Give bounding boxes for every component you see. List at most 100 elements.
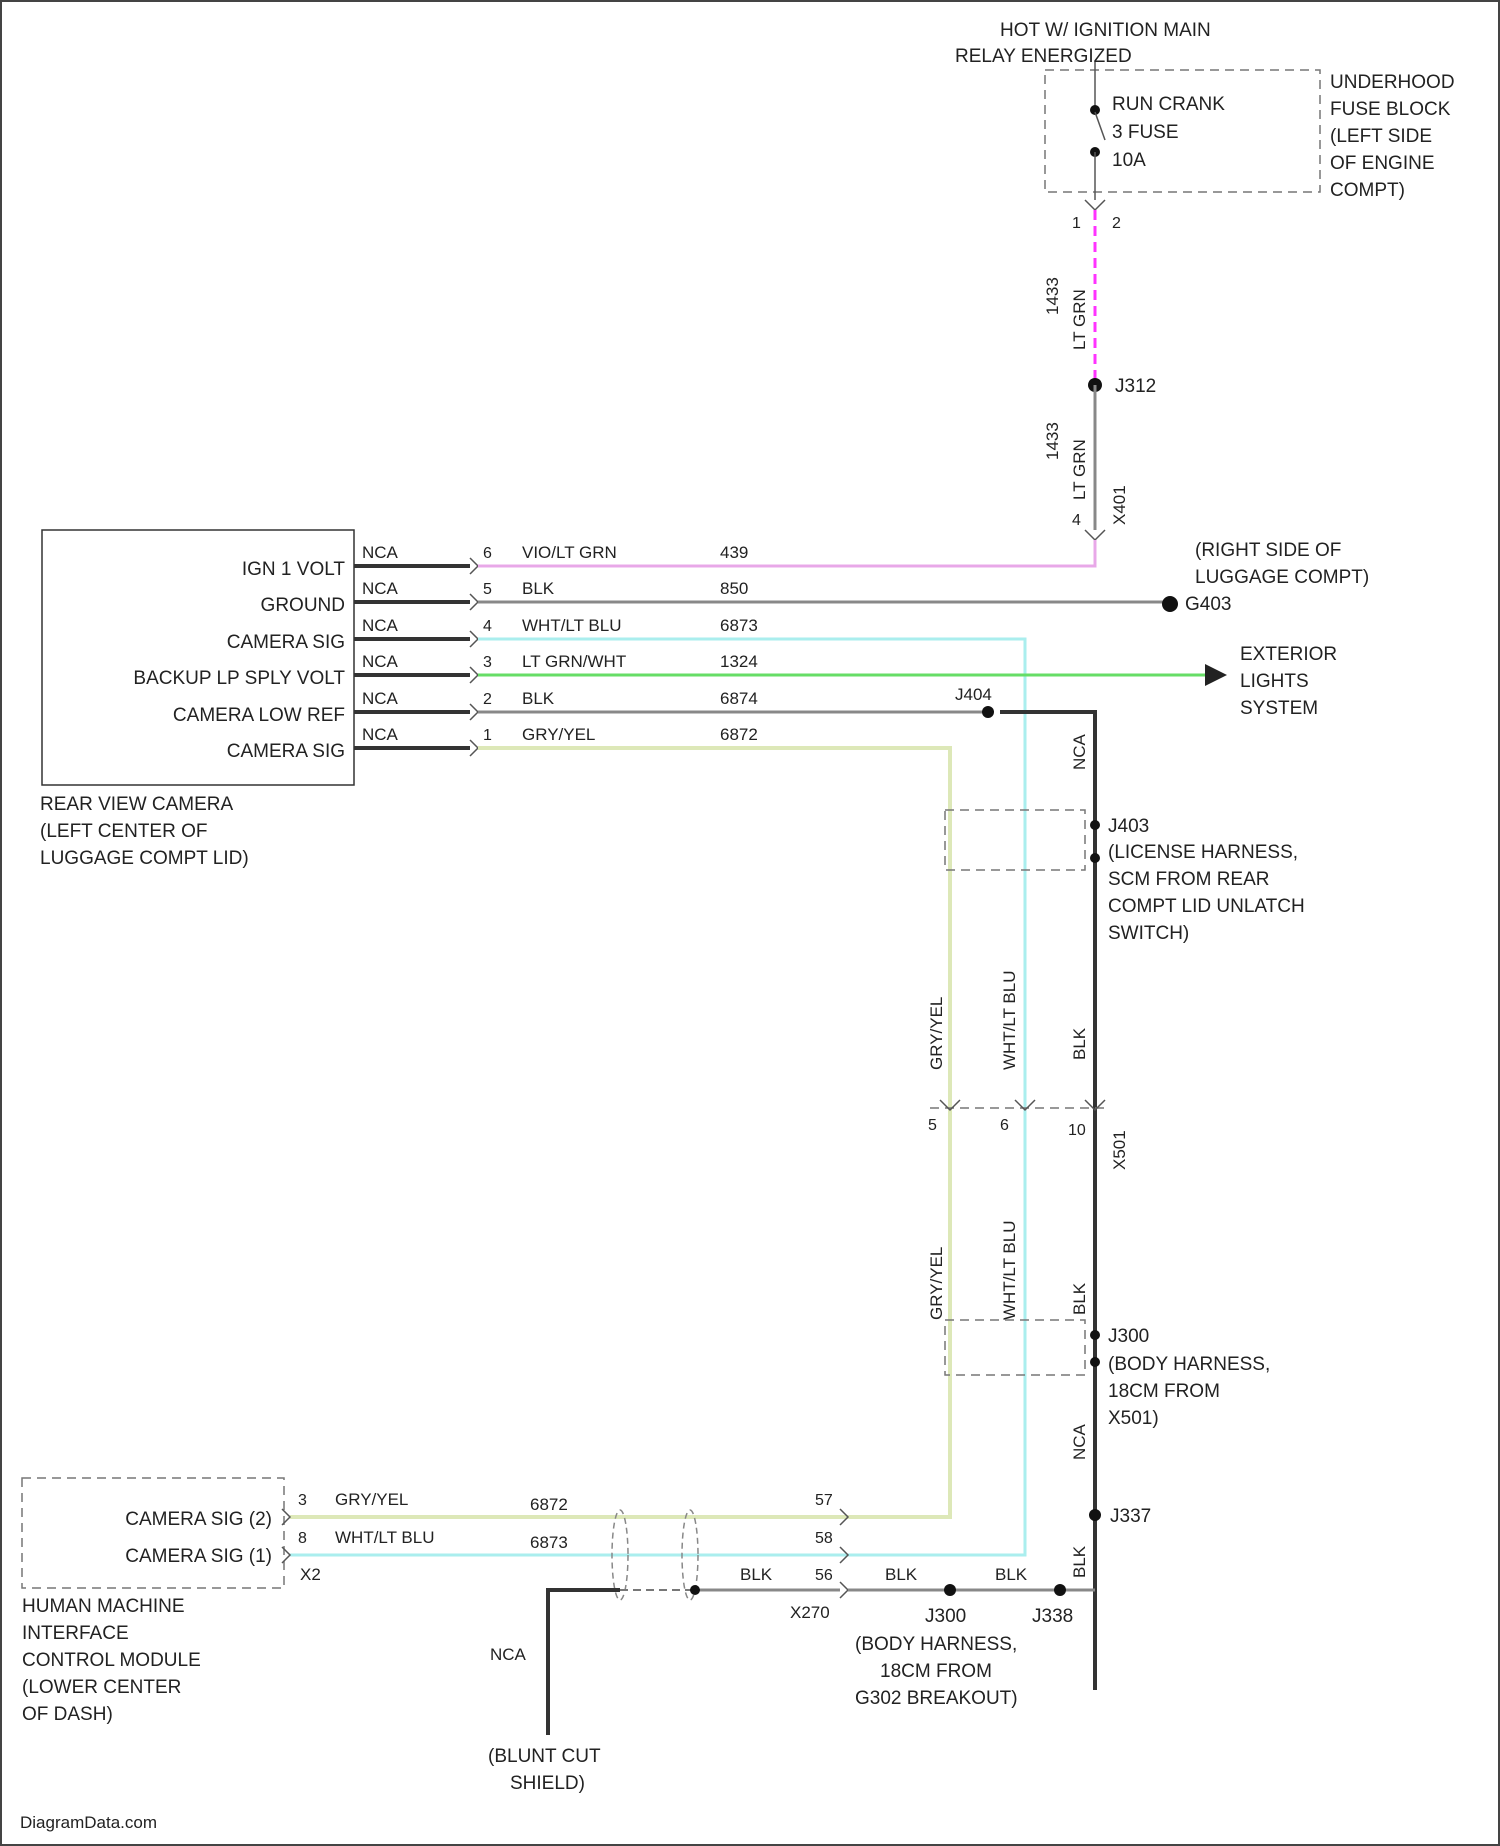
camera-pin-num-4: 4 (483, 618, 492, 635)
camera-pin-nca-1: NCA (362, 725, 399, 744)
fuse-block-name-5: COMPT) (1330, 180, 1405, 201)
x501-pin-c: 10 (1068, 1122, 1086, 1139)
camera-pin-label-1: CAMERA SIG (227, 741, 345, 762)
ign-wire-upper-circuit: 1433 (1043, 277, 1062, 315)
camera-pin-nca-3: NCA (362, 652, 399, 671)
shield-label-2: SHIELD) (510, 1773, 585, 1794)
body-harness-2: 18CM FROM (1108, 1381, 1220, 1402)
wire-nca-lower: NCA (1070, 1423, 1089, 1460)
fuse-block-name-2: FUSE BLOCK (1330, 99, 1451, 120)
fuse-label-2: 3 FUSE (1112, 122, 1179, 143)
camera-name-1: REAR VIEW CAMERA (40, 794, 234, 815)
x270-pin-c: 56 (815, 1567, 833, 1584)
fuse-label-1: RUN CRANK (1112, 94, 1225, 115)
splice-j300-dot (1090, 1330, 1100, 1340)
wire-circuit-1: 6872 (720, 725, 758, 744)
hmi-conn-label: X2 (300, 1565, 321, 1584)
top-note-line-1: HOT W/ IGNITION MAIN (1000, 20, 1211, 41)
wire-color-1: GRY/YEL (522, 725, 595, 744)
conn-x401-pin: 4 (1072, 512, 1081, 529)
wire-color-4: WHT/LT BLU (522, 616, 622, 635)
x501-pin-b: 6 (1000, 1117, 1009, 1134)
splice-j403-dot (1090, 820, 1100, 830)
camera-pin-nca-2: NCA (362, 689, 399, 708)
hmi-color-b: WHT/LT BLU (335, 1528, 435, 1547)
camera-name-3: LUGGAGE COMPT LID) (40, 848, 249, 869)
conn-x501-label: X501 (1110, 1130, 1129, 1170)
vert-whtblu-lower: WHT/LT BLU (1000, 1221, 1019, 1321)
ign-wire-upper-color: LT GRN (1070, 289, 1089, 350)
camera-pin-label-4: CAMERA SIG (227, 632, 345, 653)
splice-j404-dot (982, 706, 994, 718)
camera-pin-num-2: 2 (483, 691, 492, 708)
camera-pin-num-1: 1 (483, 727, 492, 744)
camera-pin-num-6: 6 (483, 545, 492, 562)
wire-circuit-4: 6873 (720, 616, 758, 635)
hmi-sig-b: CAMERA SIG (1) (125, 1546, 272, 1567)
fuse-block-name-4: OF ENGINE (1330, 153, 1435, 174)
vert-blk-lower: BLK (1070, 1282, 1089, 1315)
camera-pin-label-3: BACKUP LP SPLY VOLT (133, 668, 345, 689)
hmi-name-3: CONTROL MODULE (22, 1650, 201, 1671)
splice-j403-label: J403 (1108, 816, 1149, 837)
hmi-circuit-a: 6872 (530, 1495, 568, 1514)
splice-j338-label: J338 (1032, 1606, 1073, 1627)
wire-color-5: BLK (522, 579, 555, 598)
license-harness-3: COMPT LID UNLATCH (1108, 896, 1305, 917)
license-harness-dot (1090, 853, 1100, 863)
fuse-label-3: 10A (1112, 150, 1146, 171)
exterior-lights-3: SYSTEM (1240, 698, 1318, 719)
body2-harness-1: (BODY HARNESS, (855, 1634, 1017, 1655)
ground-location-1: (RIGHT SIDE OF (1195, 540, 1341, 561)
hmi-name-2: INTERFACE (22, 1623, 129, 1644)
body2-harness-2: 18CM FROM (880, 1661, 992, 1682)
camera-pin-label-6: IGN 1 VOLT (242, 559, 346, 580)
camera-pin-nca-4: NCA (362, 616, 399, 635)
vert-blk-upper: BLK (1070, 1027, 1089, 1060)
wire-circuit-2: 6874 (720, 689, 758, 708)
camera-pin-label-5: GROUND (261, 595, 345, 616)
wire-circuit-3: 1324 (720, 652, 758, 671)
body-harness-1: (BODY HARNESS, (1108, 1354, 1270, 1375)
shield-label-1: (BLUNT CUT (488, 1746, 601, 1767)
hmi-name-1: HUMAN MACHINE (22, 1596, 185, 1617)
fuse-pin-left: 1 (1072, 215, 1081, 232)
wire-circuit-6: 439 (720, 543, 748, 562)
camera-pin-num-5: 5 (483, 581, 492, 598)
vert-whtblu-upper: WHT/LT BLU (1000, 971, 1019, 1071)
splice-j300-label: J300 (1108, 1326, 1149, 1347)
body2-harness-3: G302 BREAKOUT) (855, 1688, 1018, 1709)
x501-pin-a: 5 (928, 1117, 937, 1134)
hmi-name-4: (LOWER CENTER (22, 1677, 181, 1698)
shield-nca: NCA (490, 1645, 527, 1664)
x270-pin-a: 57 (815, 1492, 833, 1509)
body-harness-dot (1090, 1357, 1100, 1367)
splice-j312-label: J312 (1115, 376, 1156, 397)
wire-color-6: VIO/LT GRN (522, 543, 617, 562)
splice-j300b-dot (944, 1584, 956, 1596)
bottom-blk-c: BLK (995, 1565, 1028, 1584)
camera-pin-num-3: 3 (483, 654, 492, 671)
x270-pin-b: 58 (815, 1530, 833, 1547)
camera-name-2: (LEFT CENTER OF (40, 821, 208, 842)
ground-g403-symbol (1162, 596, 1178, 612)
wire-color-2: BLK (522, 689, 555, 708)
bottom-blk-a: BLK (740, 1565, 773, 1584)
vert-gryyel-upper: GRY/YEL (927, 997, 946, 1070)
watermark: DiagramData.com (20, 1813, 157, 1832)
hmi-circuit-b: 6873 (530, 1533, 568, 1552)
hmi-pin-b: 8 (298, 1530, 307, 1547)
exterior-lights-2: LIGHTS (1240, 671, 1309, 692)
conn-x401-label: X401 (1110, 485, 1129, 525)
ground-g403-label: G403 (1185, 594, 1231, 615)
ign-wire-lower-circuit: 1433 (1043, 422, 1062, 460)
top-note-line-2: RELAY ENERGIZED (955, 46, 1132, 67)
vert-blk-bottom: BLK (1070, 1545, 1089, 1578)
ign-wire-lower-color: LT GRN (1070, 439, 1089, 500)
splice-j300b-label: J300 (925, 1606, 966, 1627)
fuse-pin-right: 2 (1112, 215, 1121, 232)
camera-pin-label-2: CAMERA LOW REF (173, 705, 345, 726)
wire-color-3: LT GRN/WHT (522, 652, 626, 671)
hmi-sig-a: CAMERA SIG (2) (125, 1509, 272, 1530)
